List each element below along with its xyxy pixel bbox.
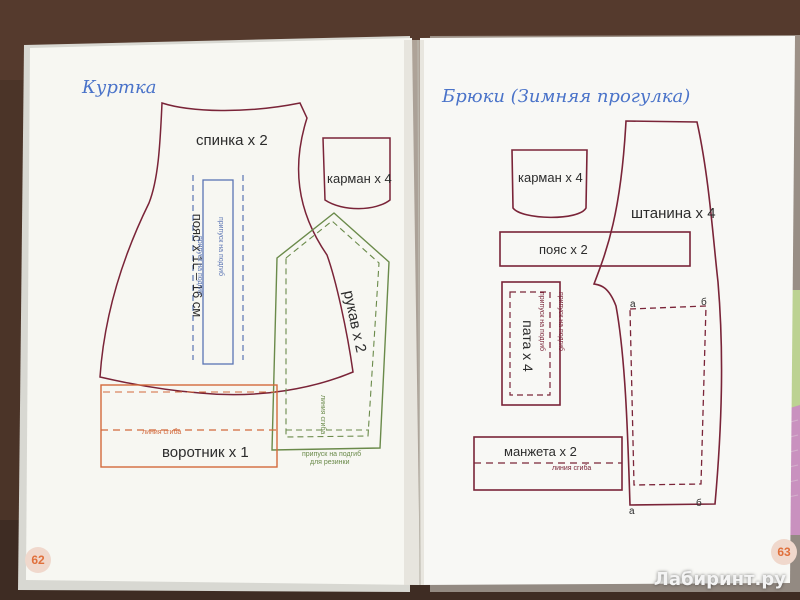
fold-allowance-right-2: припуск на подгиб: [557, 291, 565, 352]
marker-a-bottom: а: [629, 506, 635, 517]
right-page-title: Брюки (Зимняя прогулка): [442, 86, 691, 107]
collar-piece-label: воротник х 1: [162, 444, 249, 461]
pocket-left-label: карман х 4: [327, 171, 392, 186]
pocket-right-outline: [511, 149, 588, 219]
collar-piece-outline: [100, 384, 278, 468]
cuff-piece-label: манжета х 2: [504, 444, 577, 459]
leg-piece-label: штанина х 4: [631, 205, 716, 222]
pocket-right-label: карман х 4: [518, 170, 583, 185]
left-page-title: Куртка: [82, 77, 157, 98]
flap-piece-outline: [501, 281, 561, 406]
marker-a-top: а: [630, 299, 636, 310]
fold-line-collar-label: линия сгиба: [142, 429, 182, 436]
elastic-allowance-label-2: для резинки: [310, 459, 350, 466]
belt-piece-outline: [202, 179, 234, 365]
right-page-number: 63: [771, 539, 797, 565]
fold-line-cuff-label: линия сгиба: [552, 465, 592, 472]
left-page-number: 62: [25, 547, 51, 573]
marker-b-top: б: [701, 297, 707, 308]
leg-piece-outline: [592, 120, 723, 506]
fold-allowance-right-1: припуск на подгиб: [538, 291, 546, 352]
right-page: [420, 36, 795, 585]
pocket-left-outline: [322, 137, 391, 210]
belt-right-outline: [499, 231, 691, 267]
back-piece-label: спинка х 2: [196, 132, 268, 149]
fold-allowance-left-1: припуск на подгиб: [217, 216, 225, 277]
book-gutter: [404, 40, 424, 585]
watermark-text: Лабиринт.ру: [653, 569, 786, 590]
fold-line-sleeve-label: линия сгиба: [319, 395, 326, 435]
sleeve-piece-outline: [271, 212, 390, 451]
belt-right-label: пояс х 2: [539, 242, 588, 257]
left-page: [26, 38, 420, 585]
elastic-allowance-label-1: припуск на подгиб: [302, 451, 362, 458]
back-piece-outline: [99, 101, 354, 396]
flap-piece-label: пата х 4: [519, 320, 536, 372]
marker-b-bottom: б: [696, 498, 702, 509]
fold-allowance-left-2: припуск на подгиб: [196, 235, 204, 296]
